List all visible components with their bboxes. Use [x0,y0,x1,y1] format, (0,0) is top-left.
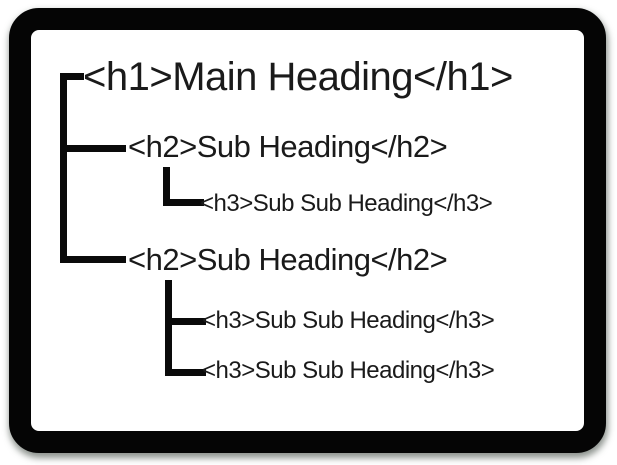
diagram-card: <h1>Main Heading</h1> <h2>Sub Heading</h… [9,8,606,453]
connector-branch-h2-second [60,256,126,263]
heading-tree-diagram: <h1>Main Heading</h1> <h2>Sub Heading</h… [31,30,584,431]
node-h3-first-label: <h3>Sub Sub Heading</h3> [200,190,493,217]
connector-h2-second-trunk [165,280,172,376]
connector-h1-trunk [60,73,67,263]
node-h3-second-label: <h3>Sub Sub Heading</h3> [202,307,495,334]
node-h3-third-label: <h3>Sub Sub Heading</h3> [202,357,495,384]
connector-h2-first-trunk [163,167,170,206]
connector-h1-tick [60,73,84,80]
connector-branch-h3-first [163,199,204,206]
connector-branch-h3-second [165,318,206,325]
node-h2-first-label: <h2>Sub Heading</h2> [128,129,448,164]
connector-branch-h2-first [60,145,126,152]
node-h1-label: <h1>Main Heading</h1> [83,55,513,99]
node-h2-second-label: <h2>Sub Heading</h2> [128,242,448,277]
connector-branch-h3-third [165,369,206,376]
